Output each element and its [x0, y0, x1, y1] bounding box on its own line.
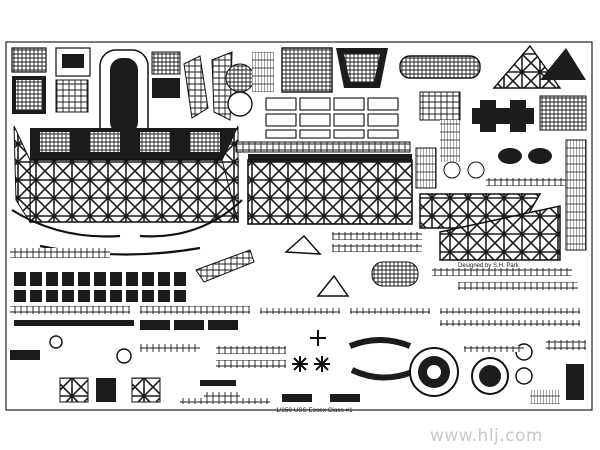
- designer-credit: Designed by S.H. Park: [458, 263, 519, 269]
- middle-row-parts: [10, 232, 578, 297]
- lower-left-boxes: [10, 335, 240, 403]
- middle-top-parts: [151, 51, 274, 121]
- hangar-truss-center: [235, 141, 413, 225]
- small-parts-right: [415, 147, 576, 189]
- right-edge-strips: [565, 139, 587, 251]
- star-parts: [292, 330, 330, 372]
- bar-rows: [10, 306, 580, 330]
- right-top-parts: [399, 44, 586, 162]
- left-small-parts: [11, 47, 91, 114]
- bottom-strips: [180, 346, 360, 404]
- curved-arcs: [348, 337, 414, 381]
- watermark: www.hlj.com: [430, 426, 543, 446]
- hangar-deck-left: [13, 125, 239, 224]
- tower-grills: [281, 47, 388, 93]
- elevator-platform: [99, 49, 149, 143]
- panel-grid-top: [265, 97, 399, 139]
- cross-parts: [472, 95, 587, 132]
- circular-parts: [409, 340, 586, 400]
- model-title: 1/350 USS Essex Class #1: [276, 408, 353, 414]
- bottom-right-misc: [464, 346, 560, 404]
- slanted-panels: [419, 193, 561, 261]
- figure-rows: [14, 272, 186, 302]
